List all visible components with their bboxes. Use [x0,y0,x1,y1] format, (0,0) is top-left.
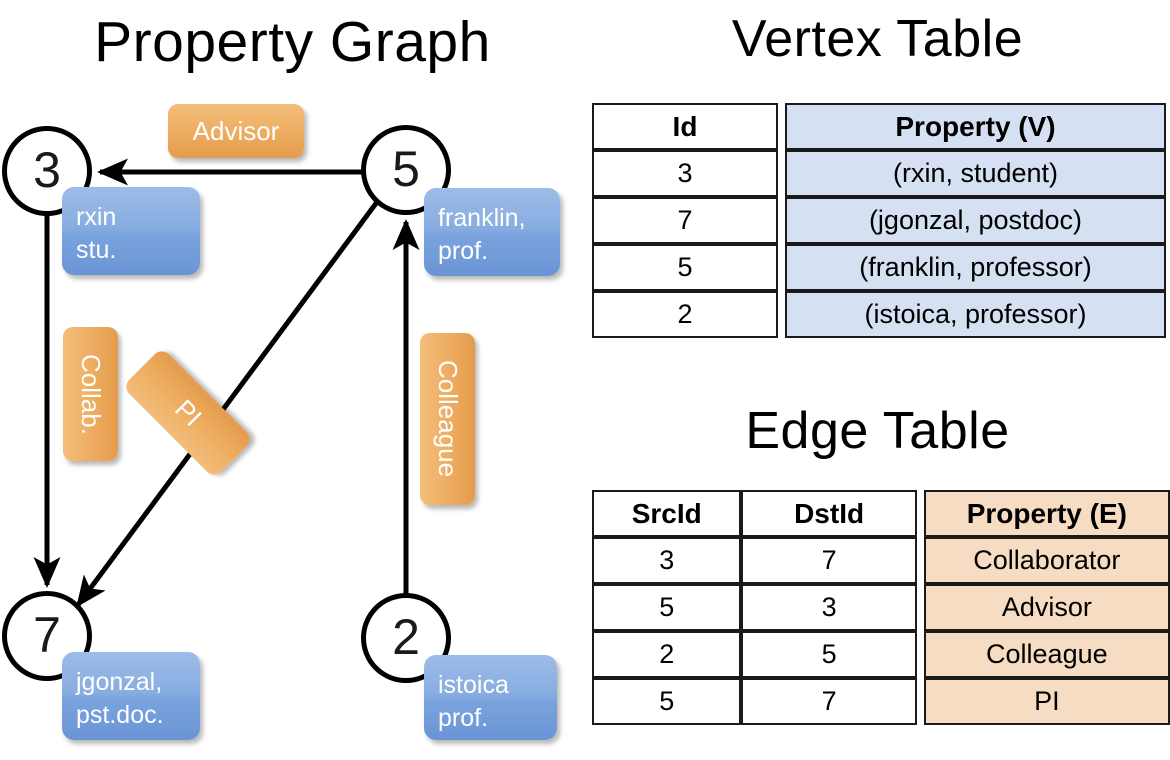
edge-table-column-gap [916,631,924,678]
edge-label-collab: Collab. [63,327,118,461]
edge-row-0-dst: 7 [741,537,917,584]
graph-node-7-property-line1: jgonzal, [76,668,163,696]
vertex-table-column-gap [778,291,785,338]
edge-row-1-property: Advisor [923,584,1170,631]
vertex-table-header-property: Property (V) [785,103,1166,150]
edge-row-0-src: 3 [592,537,742,584]
graph-node-7-property-box: jgonzal, pst.doc. [62,652,200,740]
graph-node-2-property-box: istoica prof. [424,655,557,740]
vertex-row-0-property: (rxin, student) [785,150,1166,197]
table-row[interactable]: 3 (rxin, student) [592,150,1166,197]
edge-row-2-dst: 5 [741,631,917,678]
edge-table-header-srcid: SrcId [592,490,742,537]
edge-table-header-dstid: DstId [741,490,917,537]
edge-label-advisor-text: Advisor [192,115,280,146]
edge-table: SrcId DstId Property (E) 3 7 Collaborato… [592,490,1170,725]
graph-node-2-property-line2: prof. [438,704,489,732]
edge-table-header-property: Property (E) [923,490,1170,537]
table-row[interactable]: 5 7 PI [592,678,1170,725]
page-title-vertex-table: Vertex Table [731,10,1024,68]
vertex-table-header-row: Id Property (V) [592,103,1166,150]
edge-label-collab-text: Collab. [76,353,106,435]
table-row[interactable]: 5 (franklin, professor) [592,244,1166,291]
edge-table-column-gap [916,584,924,631]
page-title-property-graph: Property Graph [94,10,491,74]
graph-node-2-label: 2 [392,609,420,665]
edge-label-colleague-text: Colleague [433,360,463,478]
edge-row-3-dst: 7 [741,678,917,725]
vertex-row-1-property: (jgonzal, postdoc) [785,197,1166,244]
vertex-row-2-property: (franklin, professor) [785,244,1166,291]
edge-row-0-property: Collaborator [923,537,1170,584]
vertex-row-2-id: 5 [592,244,778,291]
graph-node-3-property-box: rxin stu. [62,187,200,275]
graph-node-7-property-line2: pst.doc. [76,701,164,729]
graph-node-5-label: 5 [392,141,420,197]
page-title-edge-table: Edge Table [745,402,1010,460]
table-row[interactable]: 2 5 Colleague [592,631,1170,678]
edge-label-pi-text: PI [169,393,208,432]
vertex-table: Id Property (V) 3 (rxin, student) 7 (jgo… [592,103,1166,338]
edge-row-3-property: PI [923,678,1170,725]
vertex-table-column-gap [778,197,785,244]
vertex-table-header-id: Id [592,103,778,150]
graph-node-5-property-line1: franklin, [438,204,526,232]
graph-node-2-circle[interactable] [361,593,451,683]
edge-5-to-7 [75,200,380,608]
table-row[interactable]: 7 (jgonzal, postdoc) [592,197,1166,244]
table-row[interactable]: 2 (istoica, professor) [592,291,1166,338]
graph-edges-canvas [33,158,420,608]
edge-table-column-gap [916,490,924,537]
table-row[interactable]: 5 3 Advisor [592,584,1170,631]
edge-row-2-property: Colleague [923,631,1170,678]
table-row[interactable]: 3 7 Collaborator [592,537,1170,584]
edge-label-colleague: Colleague [420,333,475,505]
edge-table-header-row: SrcId DstId Property (E) [592,490,1170,537]
edge-table-column-gap [916,537,924,584]
vertex-row-1-id: 7 [592,197,778,244]
edge-row-1-dst: 3 [741,584,917,631]
graph-node-3-property-line1: rxin [76,203,117,231]
graph-node-5-property-line2: prof. [438,237,489,265]
edge-label-advisor: Advisor [168,104,304,158]
vertex-table-column-gap [778,244,785,291]
edge-row-3-src: 5 [592,678,742,725]
graph-node-3-property-line2: stu. [76,236,117,264]
vertex-row-3-id: 2 [592,291,778,338]
vertex-table-column-gap [778,150,785,197]
vertex-row-3-property: (istoica, professor) [785,291,1166,338]
graph-node-5-property-box: franklin, prof. [424,188,560,276]
graph-node-3-label: 3 [33,142,61,198]
vertex-row-0-id: 3 [592,150,778,197]
graph-node-7-label: 7 [33,607,61,663]
edge-row-2-src: 2 [592,631,742,678]
graph-node-5-circle[interactable] [361,125,451,215]
edge-row-1-src: 5 [592,584,742,631]
vertex-table-column-gap [778,103,785,150]
edge-table-column-gap [916,678,924,725]
graph-node-2-property-line1: istoica [438,671,509,699]
